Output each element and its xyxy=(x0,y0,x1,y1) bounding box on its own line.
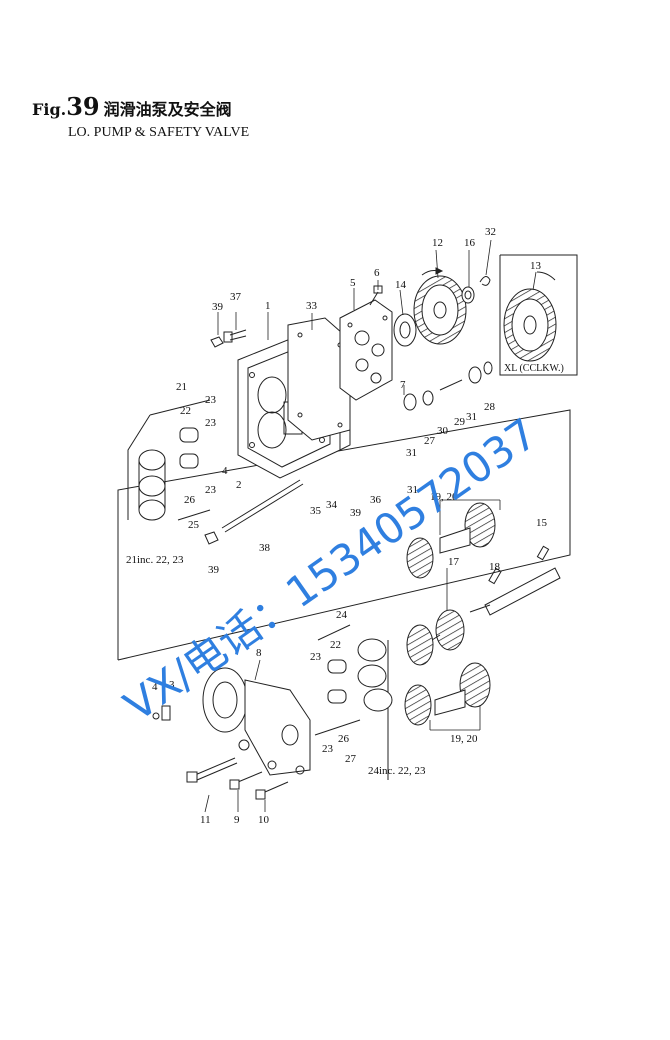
safety-valve-body xyxy=(202,667,311,776)
nut-39 xyxy=(210,336,224,348)
label-34: 34 xyxy=(326,499,338,511)
label-39-mid: 39 xyxy=(350,507,362,519)
label-19-20-top: 19, 20 xyxy=(430,491,458,503)
label-28: 28 xyxy=(484,401,496,413)
label-27-top: 27 xyxy=(424,435,436,447)
label-6: 6 xyxy=(374,267,380,279)
bushing-group-21 xyxy=(127,399,211,521)
label-19-20-bottom: 19, 20 xyxy=(450,733,478,745)
label-22-top: 22 xyxy=(180,405,191,417)
label-36: 36 xyxy=(370,494,382,506)
bolt-9 xyxy=(229,771,263,790)
label-13: 13 xyxy=(530,260,542,272)
label-5: 5 xyxy=(350,277,356,289)
figure-title-english: LO. PUMP & SAFETY VALVE xyxy=(68,125,250,140)
label-21-inc: 21inc. 22, 23 xyxy=(126,554,184,566)
label-8: 8 xyxy=(256,647,262,659)
bolt-37 xyxy=(223,329,247,343)
bearing-14 xyxy=(393,313,417,347)
cotter-pin-32 xyxy=(479,276,491,286)
label-17: 17 xyxy=(448,556,460,568)
label-26-top: 26 xyxy=(184,494,196,506)
bolt-11 xyxy=(186,757,238,783)
label-22-bottom: 22 xyxy=(330,639,341,651)
bolt-10 xyxy=(255,781,289,800)
screw-4 xyxy=(152,712,160,720)
label-26-bottom: 26 xyxy=(338,733,350,745)
label-38: 38 xyxy=(259,542,271,554)
label-27-bottom: 27 xyxy=(345,753,357,765)
gear-shaft-19-20-top xyxy=(406,502,496,579)
label-37: 37 xyxy=(230,291,242,303)
gear-17 xyxy=(406,609,465,666)
label-39-left: 39 xyxy=(208,564,220,576)
cover-plate xyxy=(287,317,351,441)
label-12: 12 xyxy=(432,237,443,249)
label-39-top: 39 xyxy=(212,301,224,313)
washer-3 xyxy=(161,705,171,721)
label-16: 16 xyxy=(464,237,476,249)
gear-plate xyxy=(339,299,393,401)
nut-16 xyxy=(461,286,475,304)
label-24: 24 xyxy=(336,609,348,621)
label-29: 29 xyxy=(454,416,466,428)
label-7: 7 xyxy=(400,379,406,391)
label-15: 15 xyxy=(536,517,548,529)
label-23-c: 23 xyxy=(205,484,217,496)
label-35: 35 xyxy=(310,505,322,517)
label-23-a: 23 xyxy=(205,394,217,406)
label-32: 32 xyxy=(485,226,496,238)
label-23-e: 23 xyxy=(322,743,334,755)
label-21: 21 xyxy=(176,381,187,393)
drive-shaft-15 xyxy=(469,545,561,616)
part-number-labels: 1 2 4 5 6 7 12 13 14 16 32 33 39 37 XL (… xyxy=(126,226,564,826)
label-11: 11 xyxy=(200,814,211,826)
bushing-group-24 xyxy=(314,624,393,736)
figure-prefix: Fig. xyxy=(32,100,67,119)
label-23-b: 23 xyxy=(205,417,217,429)
frame-lines xyxy=(117,409,571,780)
label-14: 14 xyxy=(395,279,407,291)
label-31-b: 31 xyxy=(407,484,418,496)
label-23-d: 23 xyxy=(310,651,322,663)
figure-number: 39 xyxy=(66,92,100,121)
label-10: 10 xyxy=(258,814,270,826)
long-stud-38 xyxy=(204,479,304,545)
label-xl-cclkw: XL (CCLKW.) xyxy=(504,363,564,374)
label-18: 18 xyxy=(489,561,501,573)
label-31-a: 31 xyxy=(406,447,417,459)
label-4: 4 xyxy=(222,465,228,477)
label-1: 1 xyxy=(265,300,271,312)
label-9: 9 xyxy=(234,814,240,826)
small-parts-right xyxy=(403,361,493,411)
gear-shaft-19-20-bottom xyxy=(404,662,491,726)
figure-title-chinese: 润滑油泵及安全阀 xyxy=(103,100,232,119)
label-30: 30 xyxy=(437,425,449,437)
label-31-c: 31 xyxy=(466,411,477,423)
xl-inset-gear xyxy=(499,254,578,376)
label-25: 25 xyxy=(188,519,200,531)
label-33: 33 xyxy=(306,300,318,312)
label-3: 3 xyxy=(169,679,175,691)
label-2: 2 xyxy=(236,479,242,491)
gear-12 xyxy=(413,267,467,345)
label-24-inc: 24inc. 22, 23 xyxy=(368,765,426,777)
leader-lines xyxy=(204,239,537,813)
label-4-bottom: 4 xyxy=(152,681,158,693)
